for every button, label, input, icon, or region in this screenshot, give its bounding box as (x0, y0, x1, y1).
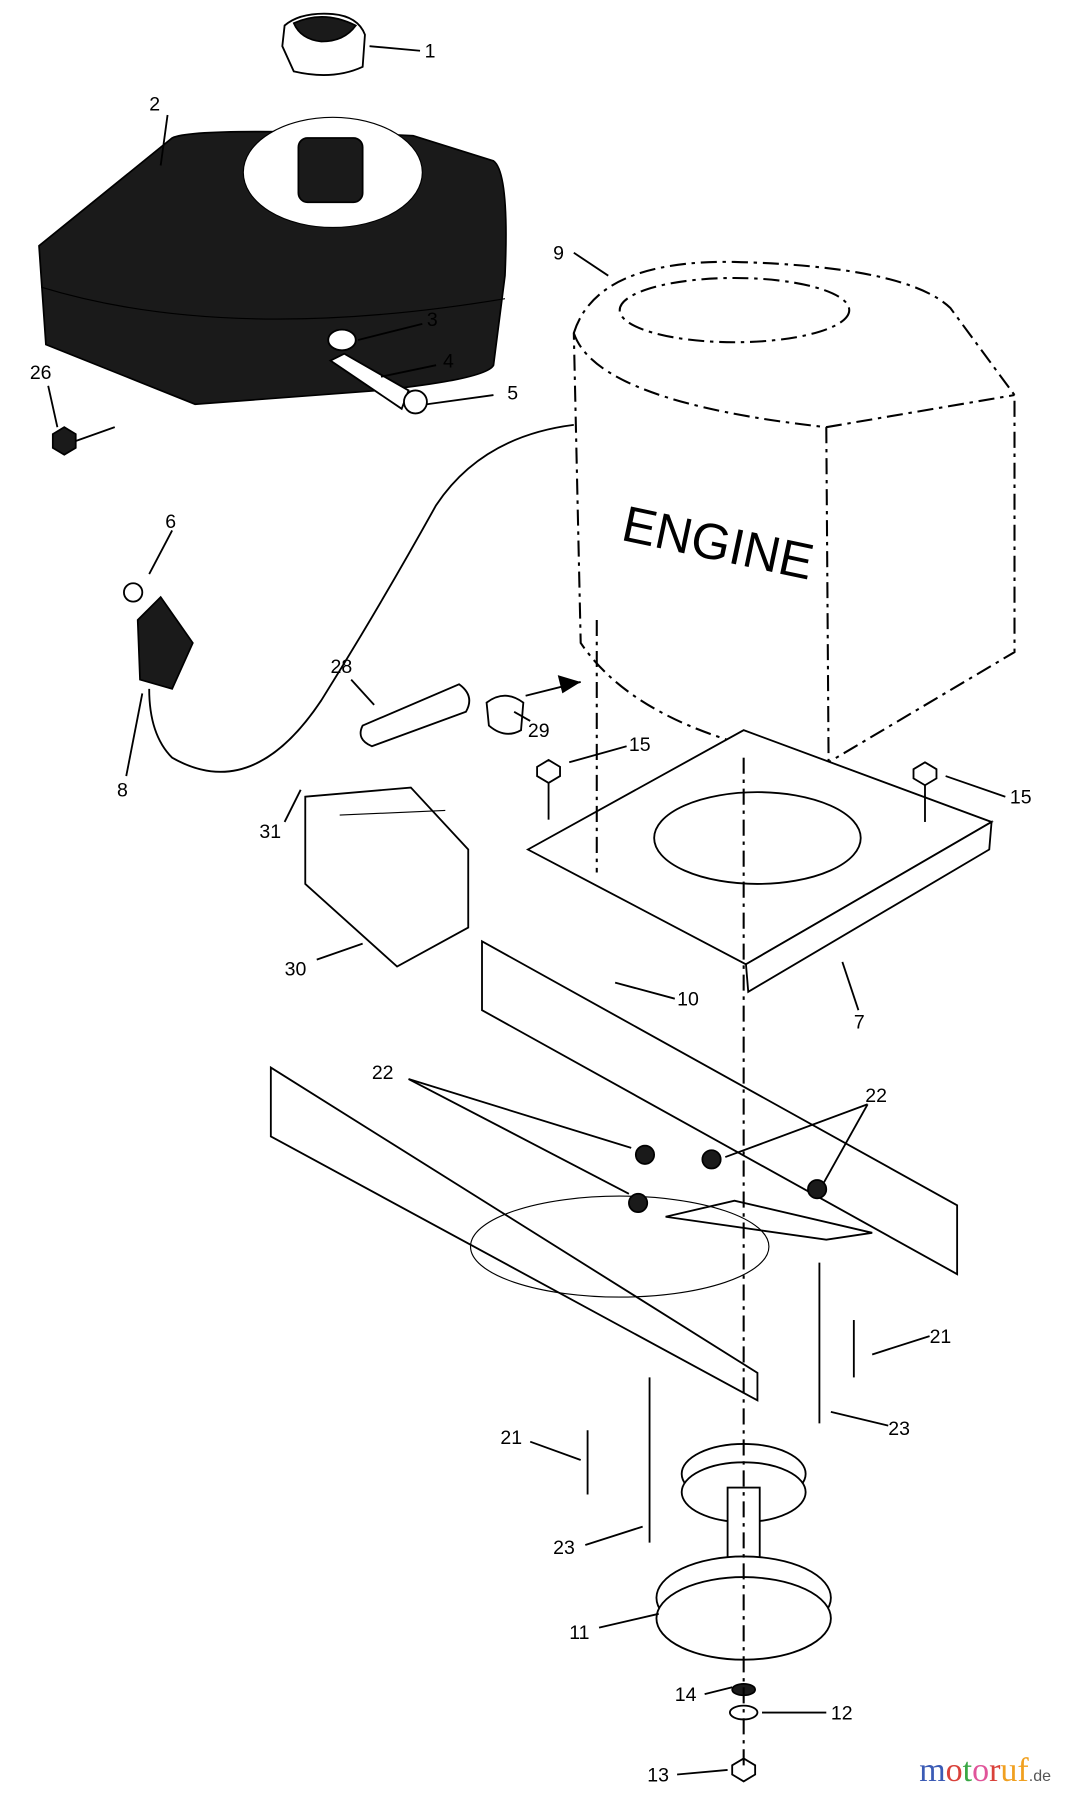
callout-labels: 1 2 3 4 5 26 6 8 9 28 29 15 15 31 30 10 … (30, 41, 1032, 1787)
heat-shield (304, 786, 470, 968)
callout-10: 10 (677, 989, 699, 1011)
callout-23-left: 23 (553, 1537, 575, 1559)
engine-mounting-plate (525, 729, 994, 994)
callout-22-right: 22 (865, 1085, 887, 1107)
engine-label: ENGINE (617, 495, 818, 591)
callout-14: 14 (675, 1684, 697, 1706)
callout-7: 7 (854, 1012, 865, 1034)
callout-15-left: 15 (629, 734, 651, 756)
tractor-frame (269, 939, 959, 1402)
fuel-hose-clamps (327, 328, 428, 415)
callout-29: 29 (528, 720, 550, 742)
callout-21-right: 21 (930, 1326, 952, 1348)
callout-26: 26 (30, 362, 52, 384)
callout-2: 2 (149, 93, 160, 115)
callout-4: 4 (443, 351, 454, 373)
callout-8: 8 (117, 780, 128, 802)
callout-21-left: 21 (500, 1427, 522, 1449)
callout-3: 3 (427, 309, 438, 331)
fuel-tank (38, 116, 507, 406)
callout-5: 5 (507, 383, 518, 405)
callout-13: 13 (647, 1764, 669, 1786)
callout-1: 1 (425, 41, 436, 63)
callout-28: 28 (331, 656, 353, 678)
watermark-logo: motoruf.de (919, 1752, 1051, 1790)
callout-6: 6 (165, 511, 176, 533)
callout-30: 30 (285, 959, 307, 981)
callout-12: 12 (831, 1702, 853, 1724)
callout-9: 9 (553, 243, 564, 265)
nuts-22 (628, 1144, 828, 1214)
bolts-21-23 (586, 1262, 855, 1543)
throttle-control-cable (123, 423, 574, 773)
callout-31: 31 (259, 821, 281, 843)
watermark-brand: motoruf (919, 1752, 1029, 1789)
callout-15-right: 15 (1010, 787, 1032, 809)
watermark-suffix: .de (1028, 1768, 1051, 1785)
callout-23-right: 23 (888, 1418, 910, 1440)
engine: ENGINE (572, 260, 1016, 764)
bolts-15 (536, 758, 938, 822)
screw (51, 426, 116, 456)
hose-28 (359, 675, 581, 748)
fuel-cap (281, 12, 366, 76)
leader-lines (47, 45, 1006, 1776)
callout-11: 11 (569, 1622, 589, 1644)
callout-22-left: 22 (372, 1062, 394, 1084)
